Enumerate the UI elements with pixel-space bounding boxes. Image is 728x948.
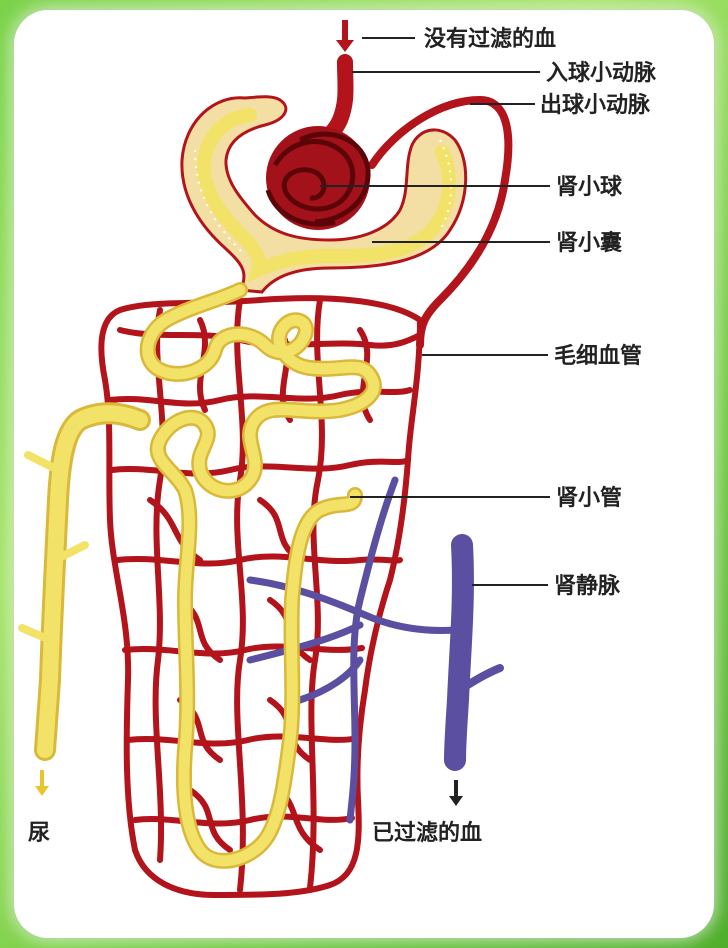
- label-bowmans-capsule: 肾小囊: [556, 230, 622, 256]
- label-renal-tubule: 肾小管: [556, 485, 622, 511]
- glomerulus-shape: [266, 126, 370, 230]
- arrow-filtered-blood: [449, 780, 463, 806]
- arrow-unfiltered-blood: [336, 20, 354, 52]
- renal-vein-shape: [455, 545, 500, 760]
- renal-tubule-shape: [22, 290, 374, 861]
- label-unfiltered-blood: 没有过滤的血: [424, 26, 556, 52]
- label-renal-vein: 肾静脉: [554, 573, 621, 599]
- arrow-urine: [35, 770, 49, 796]
- label-efferent-arteriole: 出球小动脉: [540, 93, 651, 118]
- label-afferent-arteriole: 入球小动脉: [546, 61, 657, 86]
- label-capillaries: 毛细血管: [554, 343, 642, 369]
- label-filtered-blood: 已过滤的血: [372, 820, 482, 846]
- label-glomerulus: 肾小球: [556, 175, 623, 200]
- label-urine: 尿: [28, 821, 50, 846]
